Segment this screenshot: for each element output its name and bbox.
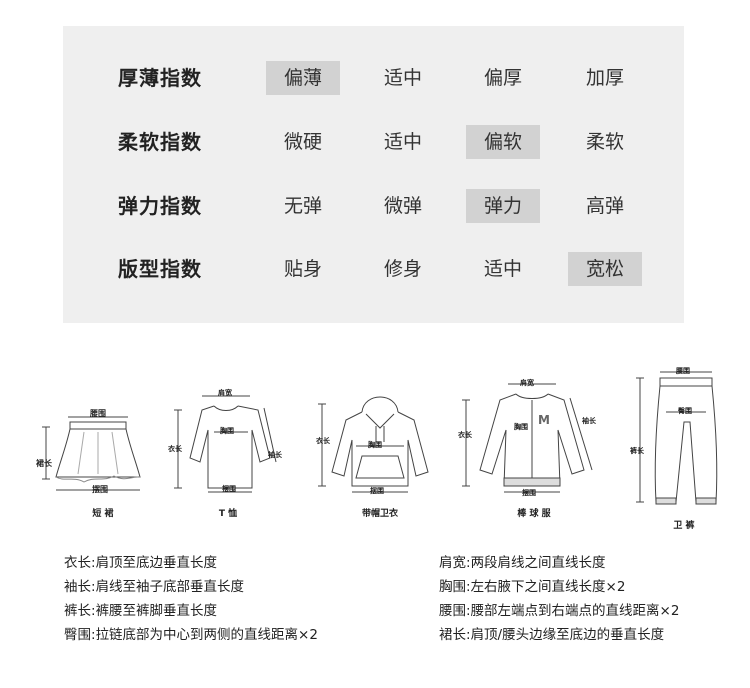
hoodie-diagram: 衣长 胸围 摆围 (316, 386, 444, 500)
pants-icon (636, 371, 718, 505)
tshirt-diagram: 肩宽 衣长 胸围 袖长 摆围 (164, 388, 284, 498)
legend-item: 腰围:腰部左端点到右端点的直线距离×2 (439, 599, 679, 619)
fabric-index-panel: 厚薄指数 偏薄 适中 偏厚 加厚 柔软指数 微硬 适中 偏软 柔软 弹力指数 无… (63, 26, 684, 323)
index-option: 微弹 (383, 195, 422, 217)
sweatpants-diagram: 腰围 裤长 臀围 (626, 366, 726, 516)
chest-mark: 胸围 (514, 423, 528, 431)
hoodie-icon (318, 396, 429, 493)
jacket-icon: M (462, 383, 593, 493)
legend-item: 袖长:肩线至袖子底部垂直长度 (64, 575, 244, 595)
legend-desc: 肩顶/腰头边缘至底边的垂直长度 (470, 627, 665, 643)
index-option-selected: 弹力 (466, 189, 540, 223)
index-option: 微硬 (283, 131, 322, 153)
legend-desc: 肩顶至底边垂直长度 (95, 555, 218, 571)
index-option-selected: 偏薄 (266, 61, 340, 95)
shoulder-mark: 肩宽 (218, 389, 232, 397)
figure-caption: 短 裙 (92, 509, 114, 519)
hem-mark: 摆围 (370, 487, 384, 495)
index-label: 版型指数 (118, 257, 202, 281)
shoulder-mark: 肩宽 (520, 379, 534, 387)
legend-term: 裤长: (64, 603, 96, 619)
legend-item: 胸围:左右腋下之间直线长度×2 (439, 575, 625, 595)
legend-term: 胸围: (439, 579, 471, 595)
index-row-softness: 柔软指数 微硬 适中 偏软 柔软 (63, 125, 684, 159)
length-mark: 衣长 (168, 445, 182, 453)
index-option: 柔软 (585, 131, 624, 153)
tshirt-icon (174, 395, 277, 493)
legend-term: 衣长: (64, 555, 96, 571)
index-option: 无弹 (283, 195, 322, 217)
figure-caption: 卫 裤 (673, 521, 695, 531)
index-option: 加厚 (585, 67, 624, 89)
index-option: 适中 (483, 258, 522, 280)
legend-desc: 肩线至袖子底部垂直长度 (95, 579, 245, 595)
chest-mark: 胸围 (220, 427, 234, 435)
figure-caption: T 恤 (218, 509, 238, 519)
waist-mark: 腰围 (90, 409, 106, 418)
index-option: 贴身 (283, 258, 322, 280)
hem-mark: 摆围 (522, 489, 536, 497)
index-label: 弹力指数 (118, 194, 202, 218)
legend-item: 肩宽:两段肩线之间直线长度 (439, 551, 606, 571)
index-option-selected: 宽松 (568, 252, 642, 286)
legend-term: 裙长: (439, 627, 471, 643)
index-option: 适中 (383, 67, 422, 89)
index-option-selected: 偏软 (466, 125, 540, 159)
legend-item: 衣长:肩顶至底边垂直长度 (64, 551, 217, 571)
index-row-elasticity: 弹力指数 无弹 微弹 弹力 高弹 (63, 189, 684, 223)
chest-mark: 胸围 (368, 441, 382, 449)
sleeve-mark: 袖长 (268, 451, 282, 459)
length-mark: 裙长 (36, 459, 52, 468)
legend-desc: 拉链底部为中心到两侧的直线距离×2 (95, 627, 318, 643)
hem-mark: 摆围 (222, 485, 236, 493)
hip-mark: 臀围 (678, 407, 692, 415)
figure-caption: 带帽卫衣 (361, 509, 398, 519)
legend-item: 裤长:裤腰至裤脚垂直长度 (64, 599, 217, 619)
legend-item: 裙长:肩顶/腰头边缘至底边的垂直长度 (439, 623, 664, 643)
length-mark: 衣长 (458, 431, 472, 439)
legend-desc: 裤腰至裤脚垂直长度 (95, 603, 218, 619)
length-mark: 衣长 (316, 437, 330, 445)
legend-desc: 腰部左端点到右端点的直线距离×2 (470, 603, 680, 619)
legend-term: 肩宽: (439, 555, 471, 571)
hem-mark: 摆围 (92, 485, 108, 494)
figure-caption: 棒 球 服 (517, 509, 551, 519)
index-row-fit: 版型指数 贴身 修身 适中 宽松 (63, 252, 684, 286)
skirt-icon (42, 416, 141, 491)
index-label: 厚薄指数 (118, 66, 202, 90)
legend-term: 臀围: (64, 627, 96, 643)
index-option: 修身 (383, 258, 422, 280)
legend-term: 袖长: (64, 579, 96, 595)
index-label: 柔软指数 (118, 130, 202, 154)
baseball-jacket-diagram: M 衣长 肩宽 胸围 袖长 摆围 (458, 378, 606, 500)
skirt-diagram: 腰围 裙长 摆围 (34, 402, 146, 502)
legend-term: 腰围: (439, 603, 471, 619)
index-option: 偏厚 (483, 67, 522, 89)
legend-desc: 左右腋下之间直线长度×2 (470, 579, 626, 595)
svg-text:M: M (538, 413, 550, 427)
index-row-thickness: 厚薄指数 偏薄 适中 偏厚 加厚 (63, 61, 684, 95)
index-option: 适中 (383, 131, 422, 153)
legend-item: 臀围:拉链底部为中心到两侧的直线距离×2 (64, 623, 318, 643)
length-mark: 裤长 (630, 447, 644, 455)
sleeve-mark: 袖长 (582, 417, 596, 425)
waist-mark: 腰围 (676, 367, 690, 375)
legend-desc: 两段肩线之间直线长度 (470, 555, 606, 571)
index-option: 高弹 (585, 195, 624, 217)
